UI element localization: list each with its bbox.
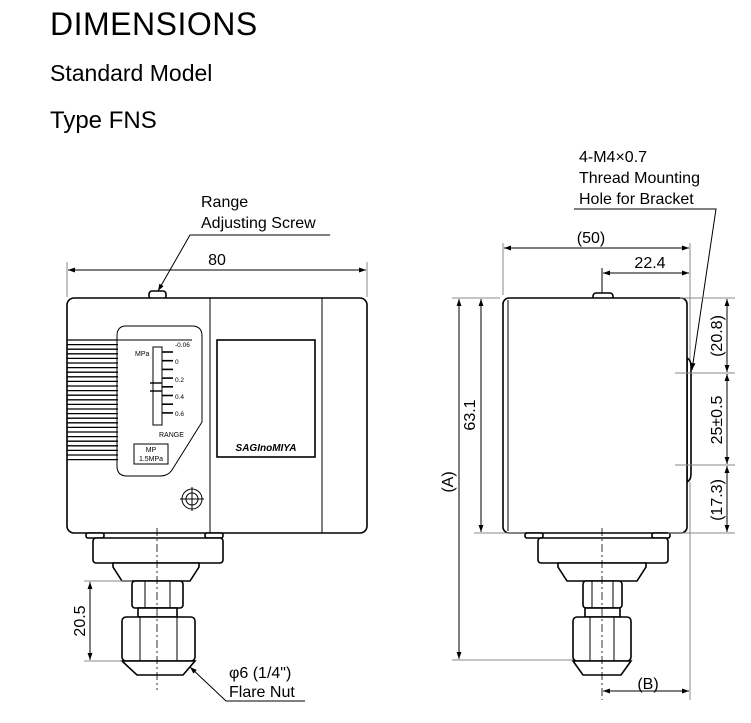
scale-tick-label: -0.06 bbox=[175, 342, 190, 349]
flare-label-2: Flare Nut bbox=[229, 684, 295, 701]
bracket-label-3: Hole for Bracket bbox=[579, 191, 694, 208]
scale-tick-label: 0.4 bbox=[175, 394, 184, 401]
type-label: Type FNS bbox=[50, 107, 157, 134]
range-screw-label-2: Adjusting Screw bbox=[201, 215, 316, 232]
range-screw-leader bbox=[157, 234, 330, 292]
foot bbox=[524, 532, 544, 539]
model-subtitle: Standard Model bbox=[50, 60, 213, 86]
pressure-fitting-side bbox=[537, 537, 669, 676]
range-screw-label-1: Range bbox=[201, 194, 248, 211]
scale-tick-label: 0 bbox=[175, 359, 179, 366]
scale-window bbox=[116, 325, 203, 477]
vent-grille bbox=[67, 339, 118, 461]
front-view: Range Adjusting Screw 80 MPa -0.06 0 0.2 0.… bbox=[66, 194, 368, 702]
scale-tick-label: 0.2 bbox=[175, 377, 184, 384]
scale-tick-label: 0.6 bbox=[175, 411, 184, 418]
top-dim: (20.8) bbox=[709, 315, 726, 357]
overall-dim: (A) bbox=[440, 471, 457, 492]
scale-ticks: -0.06 0 0.2 0.4 0.6 bbox=[162, 342, 190, 418]
mp-label-2: 1.5MPa bbox=[139, 456, 163, 463]
logo: SAGInoMIYA bbox=[236, 443, 297, 454]
side-width-dim: (50) bbox=[577, 230, 605, 247]
bracket-leader bbox=[574, 208, 717, 371]
bracket-boss bbox=[686, 356, 692, 484]
pressure-fitting bbox=[92, 537, 224, 676]
offset-dim: 22.4 bbox=[634, 255, 665, 272]
fitting-offset-dim: (B) bbox=[637, 676, 658, 693]
fitting-dim: 20.5 bbox=[72, 605, 89, 636]
flare-label-1: φ6 (1/4") bbox=[229, 665, 291, 682]
page-title: DIMENSIONS bbox=[50, 6, 258, 42]
mp-label-1: MP bbox=[146, 447, 157, 454]
height-dim: 63.1 bbox=[462, 399, 479, 430]
nameplate bbox=[216, 339, 316, 458]
bracket-label-2: Thread Mounting bbox=[579, 170, 700, 187]
side-view: 4-M4×0.7 Thread Mounting Hole for Bracke… bbox=[440, 149, 735, 700]
mp-label-box bbox=[133, 443, 169, 465]
switch-body-side bbox=[502, 297, 688, 534]
width-dim: 80 bbox=[208, 252, 226, 269]
scale-label: RANGE bbox=[159, 432, 184, 439]
flare-nut-leader bbox=[189, 666, 305, 702]
pitch-dim: 25±0.5 bbox=[709, 395, 726, 444]
bracket-label-1: 4-M4×0.7 bbox=[579, 149, 647, 166]
bottom-dim: (17.3) bbox=[709, 479, 726, 521]
scale-unit: MPa bbox=[135, 351, 150, 358]
